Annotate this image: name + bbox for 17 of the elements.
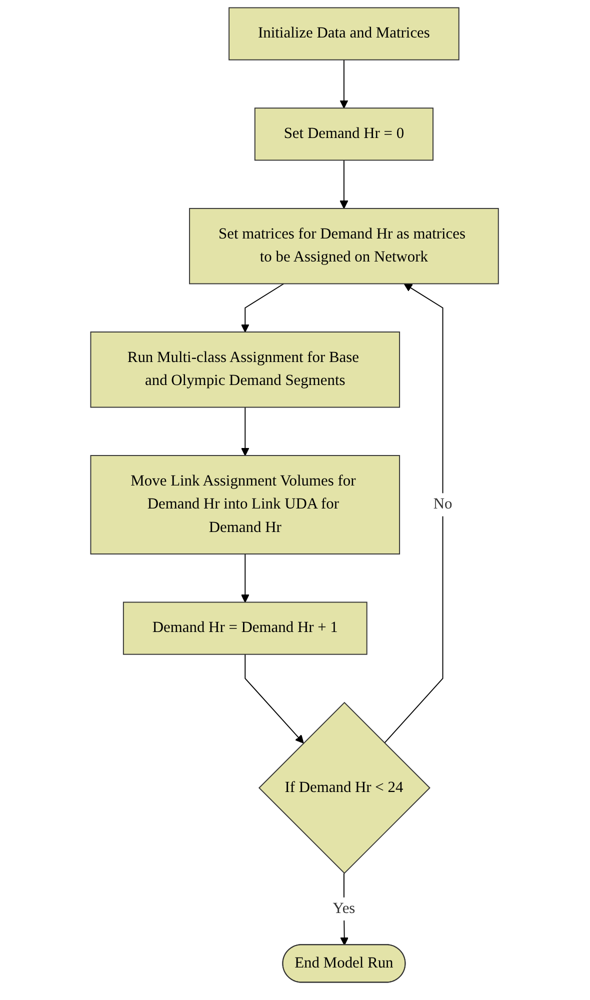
arrow <box>340 872 350 946</box>
arrow <box>241 553 250 603</box>
node-box: Move Link Assignment Volumes for Demand Hr into Link UDA for Demand Hr <box>90 455 400 554</box>
arrow <box>241 406 250 456</box>
node-box: Set matrices for Demand Hr as matrices to be Assigned on Network <box>190 208 500 284</box>
arrow <box>384 283 444 744</box>
edge-label: Yes <box>333 900 356 917</box>
arrow <box>241 283 285 332</box>
node-box: Initialize Data and Matrices <box>229 7 460 60</box>
node-box: Set Demand Hr = 0 <box>254 108 434 161</box>
node-box: Run Multi-class Assignment for Base and Olympic Demand Segments <box>90 332 400 408</box>
arrow <box>340 160 349 209</box>
edge-label: No <box>434 496 453 512</box>
arrow <box>340 59 349 108</box>
node-box: Demand Hr = Demand Hr + 1 <box>123 602 368 655</box>
node-diamond: If Demand Hr < 24 <box>258 702 431 874</box>
arrow <box>245 654 304 744</box>
